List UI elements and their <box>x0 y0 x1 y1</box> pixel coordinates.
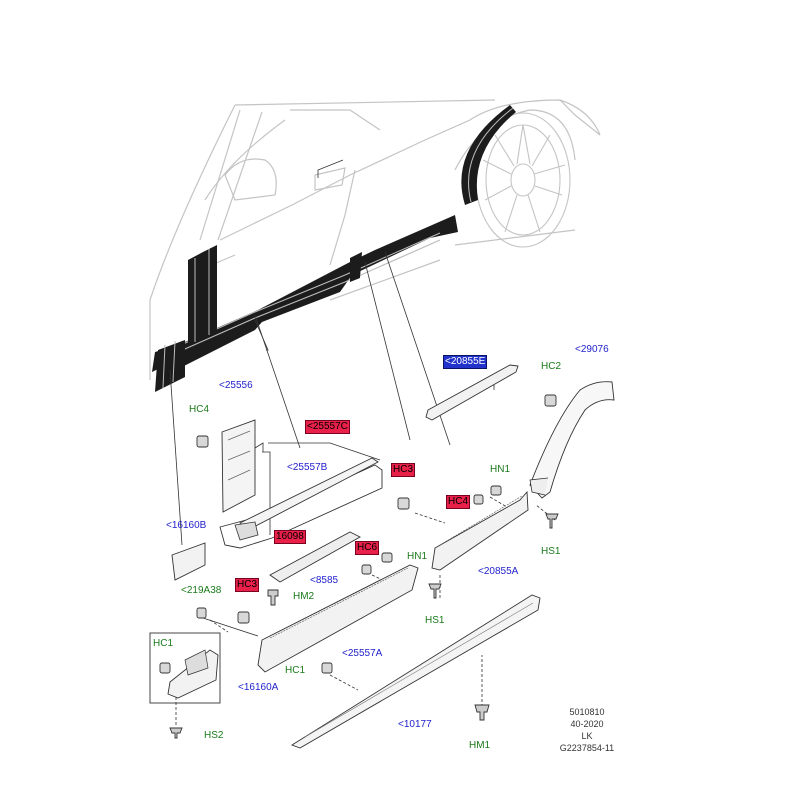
label-hc3-mid[interactable]: HC3 <box>390 463 416 477</box>
part-8585 <box>269 531 361 583</box>
label-hc4-left[interactable]: HC4 <box>189 404 210 415</box>
reference-line-2: 40-2020 <box>570 719 604 729</box>
label-hs1-mid[interactable]: HS1 <box>425 615 445 626</box>
reference-line-3: LK <box>581 731 593 741</box>
label-hc2[interactable]: HC2 <box>541 361 562 372</box>
label-hn1-mid[interactable]: HN1 <box>407 551 428 562</box>
label-hc6[interactable]: HC6 <box>354 541 380 555</box>
screws <box>169 513 559 739</box>
label-hm2[interactable]: HM2 <box>293 591 315 602</box>
label-20855e[interactable]: <20855E <box>442 355 488 369</box>
part-16160b <box>171 542 206 581</box>
screw-hm1 <box>474 704 490 721</box>
label-25557a[interactable]: <25557A <box>342 648 383 659</box>
part-20855e <box>425 364 519 421</box>
label-hc1-left[interactable]: HC1 <box>153 638 174 649</box>
clip-hc1-left <box>159 662 171 674</box>
label-10177[interactable]: <10177 <box>398 719 432 730</box>
clip-hc3-mid <box>397 497 410 510</box>
clip-219a38 <box>196 607 207 619</box>
reference-line-1: 5010810 <box>569 707 605 717</box>
callout-box-16160a <box>149 632 221 704</box>
label-219a38[interactable]: <219A38 <box>181 585 222 596</box>
clip-hn1-top <box>490 485 502 496</box>
clip-hc6 <box>361 564 372 575</box>
trim-strips <box>152 105 516 392</box>
screw-hm2 <box>267 589 279 606</box>
label-16098[interactable]: 16098 <box>274 530 306 544</box>
clip-hc1-mid <box>321 662 333 674</box>
label-25556[interactable]: <25556 <box>219 380 253 391</box>
clip-hc2 <box>544 394 557 407</box>
fasteners <box>159 394 557 674</box>
clip-hc4-mid <box>473 494 484 505</box>
label-25557b[interactable]: <25557B <box>287 462 328 473</box>
label-hs2[interactable]: HS2 <box>204 730 224 741</box>
part-25556 <box>221 419 256 513</box>
part-25557a <box>257 564 419 673</box>
label-hm1[interactable]: HM1 <box>469 740 491 751</box>
reference-line-4: G2237854-11 <box>559 743 615 753</box>
label-20855a[interactable]: <20855A <box>478 566 519 577</box>
label-hn1-top[interactable]: HN1 <box>490 464 511 475</box>
wheel <box>475 112 571 248</box>
label-16160a[interactable]: <16160A <box>238 682 279 693</box>
clip-hn1-mid <box>381 552 393 563</box>
part-29076 <box>529 381 615 499</box>
label-25557c[interactable]: <25557C <box>305 420 350 434</box>
label-hc3-low[interactable]: HC3 <box>234 578 260 592</box>
label-8585[interactable]: <8585 <box>310 575 339 586</box>
screw-hs2 <box>169 727 183 739</box>
screw-hs1-mid <box>428 583 442 599</box>
vehicle-outline <box>149 99 601 380</box>
part-20855a <box>431 490 529 571</box>
label-hs1-right[interactable]: HS1 <box>541 546 561 557</box>
label-hc4-mid[interactable]: HC4 <box>445 495 471 509</box>
label-hc1-mid[interactable]: HC1 <box>285 665 306 676</box>
screw-hs1-right <box>545 513 559 529</box>
label-29076[interactable]: <29076 <box>575 344 609 355</box>
label-16160b[interactable]: <16160B <box>166 520 207 531</box>
clip-hc3-low <box>237 611 250 624</box>
clip-hc4-left <box>196 435 209 448</box>
